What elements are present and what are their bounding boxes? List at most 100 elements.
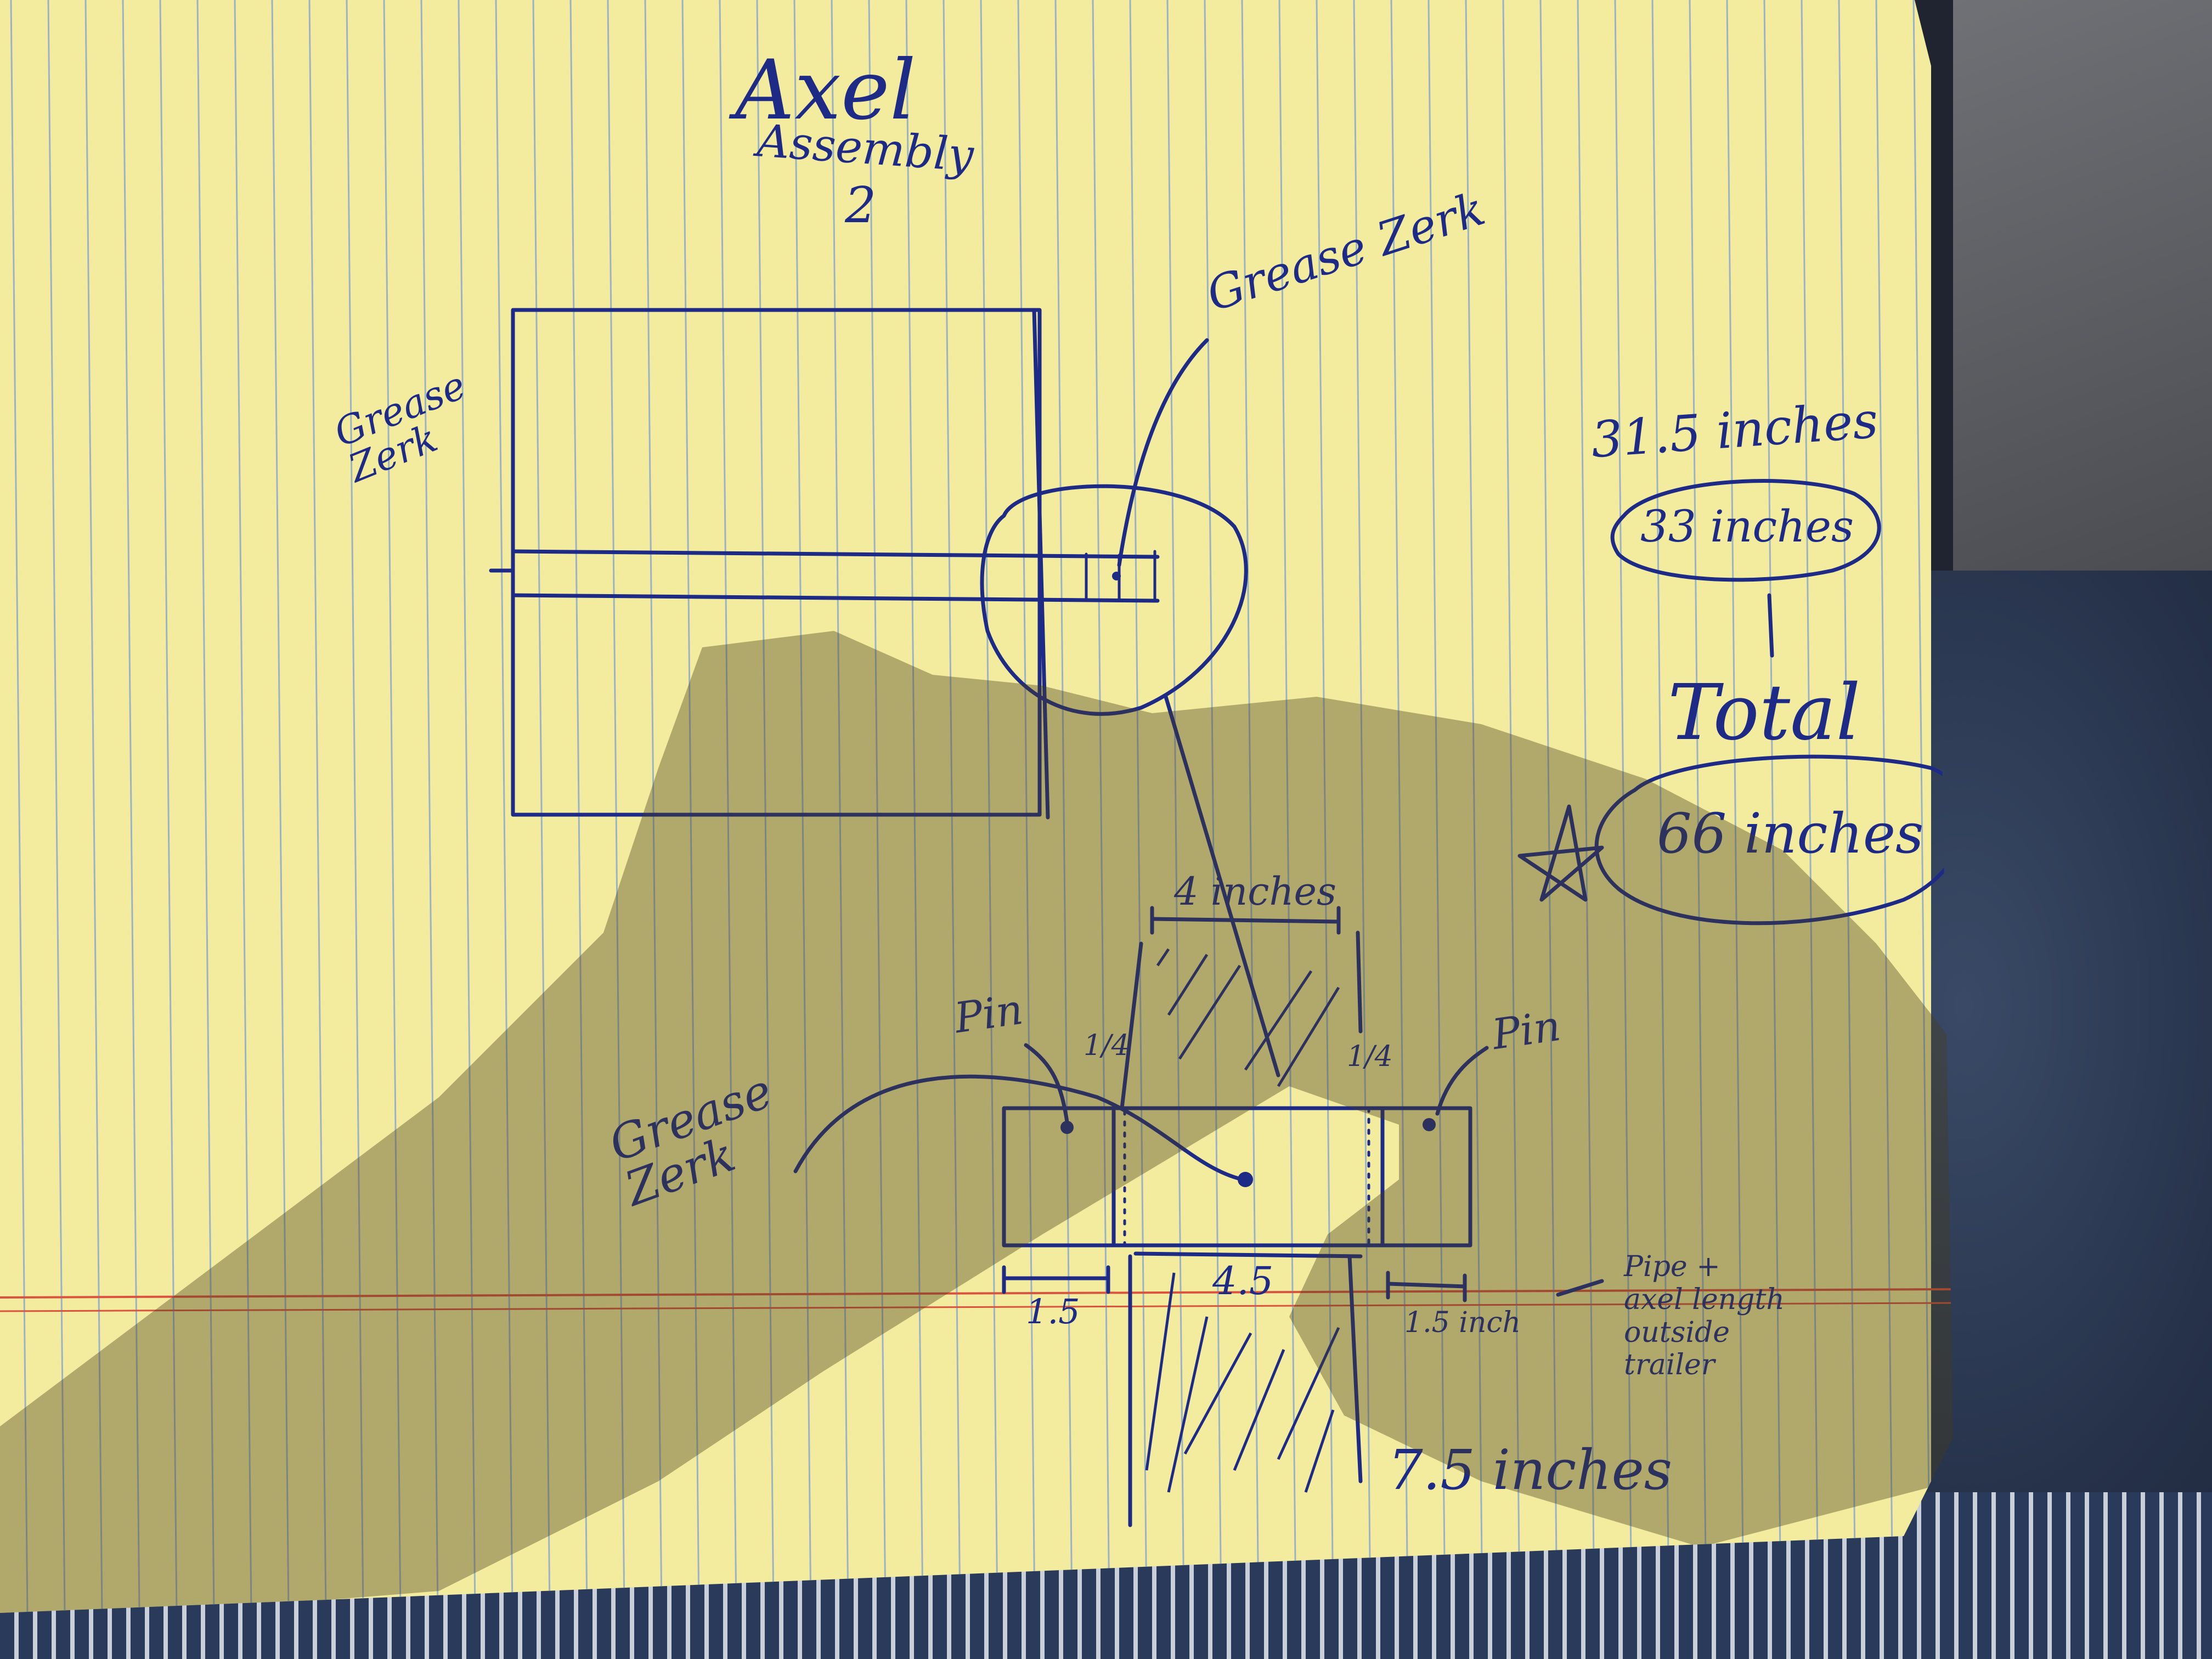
rule-line [1092,0,1110,1613]
rule-line [1390,0,1409,1613]
pipe-axle-box [1002,1106,1472,1248]
rule-line [868,0,887,1613]
rule-line [681,0,700,1613]
rule-line [1017,0,1036,1613]
rule-line [308,0,327,1613]
rule-line [1614,0,1633,1613]
pin-right-dot [1423,1118,1436,1131]
dim-quarter-right: 1/4 [1347,1040,1393,1073]
rule-line [1763,0,1782,1613]
laptop-background [1953,0,2212,571]
detail-leader [1164,695,1280,1077]
total-label: Total [1668,668,1861,758]
axle-top-view [489,308,1280,1077]
margin-line [0,1288,1953,1299]
rule-line [1502,0,1521,1613]
rule-line [756,0,775,1613]
rule-line [1427,0,1446,1613]
rule-line [1465,0,1483,1613]
title-number: 2 [845,177,877,234]
axle-detail-view [793,906,1604,1527]
rule-line [420,0,439,1613]
rule-line [84,0,103,1613]
rule-line [1054,0,1073,1613]
label-pin-left: Pin [951,984,1026,1043]
rule-line [1539,0,1558,1613]
rule-line [1838,0,1857,1613]
rule-line [1689,0,1707,1613]
rule-line [644,0,663,1613]
margin-line-2 [0,1302,1953,1312]
rule-line [1801,0,1819,1613]
dim-4-5-line [1133,1251,1363,1259]
frame-edge-line [1032,308,1050,820]
totals-annotations [1517,479,1953,926]
pin-left-dot [1060,1121,1074,1134]
rule-line [1726,0,1745,1613]
hatch-mark [1233,1349,1285,1471]
connector-line [1767,593,1774,658]
dim-1-5-inch-line [1386,1282,1467,1289]
hatch-mark [1277,986,1340,1087]
rule-line [271,0,290,1613]
rule-line [159,0,178,1613]
rule-line [1875,0,1894,1613]
quarter-left-line [1120,941,1143,1110]
quarter-right-line [1356,930,1363,1034]
hatch-mark [1156,948,1170,967]
hatch-mark [1304,1409,1335,1493]
rule-line [383,0,402,1613]
dim-middle-section: 4.5 [1212,1259,1274,1304]
label-pin-right: Pin [1489,1001,1564,1059]
hatch-mark [1167,953,1209,1016]
rule-line [234,0,252,1613]
rule-line [1166,0,1185,1613]
dim-total-bottom: 7.5 inches [1388,1438,1673,1502]
rule-line [47,0,66,1613]
rule-line [607,0,625,1613]
hatch-mark [1244,970,1313,1071]
circle-33-inches [1610,479,1881,582]
dim-left-section: 1.5 [1026,1291,1080,1331]
rule-line [1241,0,1260,1613]
circle-66-inches [1594,754,1953,926]
rule-line [1912,0,1931,1613]
rule-line [719,0,737,1613]
sketch-drawing [0,0,1953,1613]
grease-zerk-dot [1112,572,1121,580]
hatch-mark [1277,1327,1340,1460]
rule-line [495,0,514,1613]
rule-line [1278,0,1297,1613]
rule-line [831,0,849,1613]
rule-line [980,0,998,1613]
title-axel: Axel [735,43,916,138]
dim-4-inches-line [1150,917,1341,924]
label-pipe-axel-length: Pipe + axel length outside trailer [1624,1250,1785,1382]
rule-line [1129,0,1148,1613]
detail-circle [980,484,1248,716]
rule-line [905,0,924,1613]
grease-zerk-detail-dot [1238,1172,1253,1187]
rule-line [10,0,29,1613]
axle-top-line [511,549,1160,559]
extension-line [1347,1254,1363,1483]
rule-line [1204,0,1222,1613]
rule-line [569,0,588,1613]
zerk-leader-bottom [793,1074,1245,1182]
zerk-leader-top [1117,338,1209,567]
rule-line [1651,0,1670,1613]
dim-right-section: 1.5 inch [1404,1306,1521,1339]
rule-line [196,0,215,1613]
rule-line [346,0,364,1613]
rule-line [943,0,961,1613]
hatch-mark [1178,964,1242,1060]
pin-right-leader [1435,1046,1489,1116]
star-icon [1517,804,1604,902]
hatch-mark [1183,1332,1252,1455]
ruled-lines [10,0,1931,1613]
rule-line [1577,0,1595,1613]
pin-left-leader [1024,1043,1069,1124]
rule-line [122,0,140,1613]
rule-line [793,0,812,1613]
rule-line [458,0,476,1613]
